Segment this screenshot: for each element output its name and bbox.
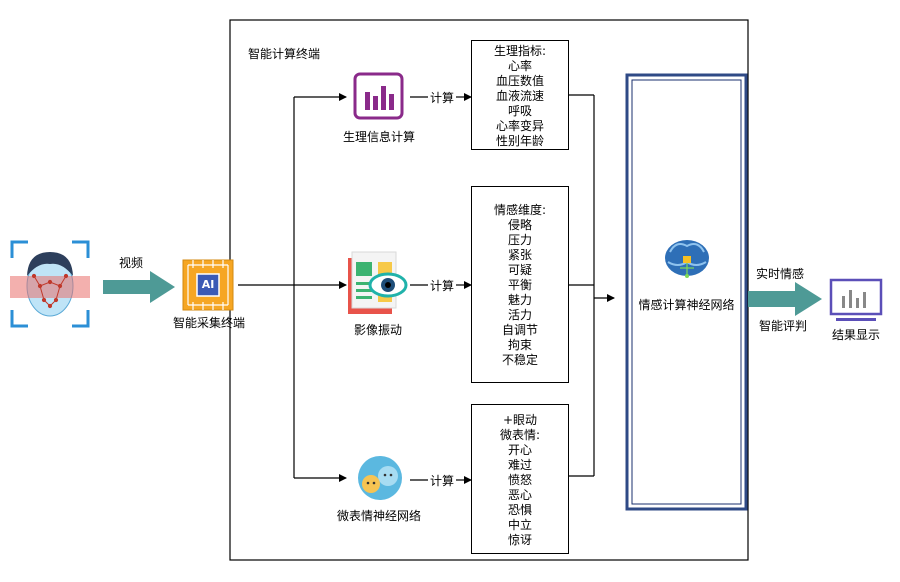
monitor-chart-icon bbox=[829, 278, 883, 321]
collector-label: 智能采集终端 bbox=[172, 316, 245, 330]
list-item: 呼吸 bbox=[507, 104, 532, 118]
list-item: 拘束 bbox=[507, 338, 532, 352]
list-item: 恶心 bbox=[507, 488, 532, 502]
video-label: 视频 bbox=[119, 256, 144, 270]
list-item: 魅力 bbox=[507, 293, 532, 307]
list-item: 难过 bbox=[507, 458, 532, 472]
list-item: 恐惧 bbox=[507, 503, 532, 517]
physio-label: 生理信息计算 bbox=[342, 130, 415, 144]
physio-box-title: 生理指标: bbox=[493, 44, 547, 58]
ai-chip-icon bbox=[182, 259, 234, 311]
eye-document-icon bbox=[348, 251, 408, 314]
list-item: 惊讶 bbox=[507, 533, 532, 547]
output-bottom-label: 智能评判 bbox=[759, 319, 808, 333]
output-top-label: 实时情感 bbox=[756, 267, 805, 281]
image-calc-label: 计算 bbox=[430, 279, 455, 293]
list-item: 心率 bbox=[507, 59, 532, 73]
list-item: 不稳定 bbox=[501, 353, 538, 367]
micro-expression-box: +眼动 微表情: 开心 难过 愤怒 恶心 恐惧 中立 惊讶 bbox=[471, 404, 569, 554]
physio-calc-label: 计算 bbox=[430, 91, 455, 105]
list-item: 开心 bbox=[507, 443, 532, 457]
computing-terminal-label: 智能计算终端 bbox=[248, 47, 321, 61]
list-item: 紧张 bbox=[507, 248, 532, 262]
list-item: 心率变异 bbox=[495, 119, 544, 133]
eye-movement-title: +眼动 bbox=[502, 413, 538, 427]
face-scan-icon bbox=[10, 240, 90, 328]
image-label: 影像振动 bbox=[353, 323, 402, 337]
micro-box-subtitle: 微表情: bbox=[499, 428, 541, 442]
result-display-label: 结果显示 bbox=[831, 328, 880, 342]
video-arrow bbox=[103, 271, 175, 303]
list-item: 自调节 bbox=[501, 323, 538, 337]
list-item: 血液流速 bbox=[495, 89, 544, 103]
list-item: 平衡 bbox=[507, 278, 532, 292]
physio-indicators-box: 生理指标: 心率 血压数值 血液流速 呼吸 心率变异 性别年龄 bbox=[471, 40, 569, 150]
ai-chip-text: AI bbox=[201, 278, 215, 291]
neural-net-frame bbox=[625, 73, 748, 511]
emotion-box-title: 情感维度: bbox=[493, 203, 547, 217]
list-item: 压力 bbox=[507, 233, 532, 247]
list-item: 性别年龄 bbox=[495, 134, 544, 148]
list-item: 中立 bbox=[507, 518, 532, 532]
list-item: 可疑 bbox=[507, 263, 532, 277]
list-item: 活力 bbox=[507, 308, 532, 322]
list-item: 血压数值 bbox=[495, 74, 544, 88]
list-item: 侵略 bbox=[507, 218, 532, 232]
list-item: 愤怒 bbox=[507, 473, 532, 487]
neural-net-label: 情感计算神经网络 bbox=[638, 298, 735, 312]
micro-calc-label: 计算 bbox=[430, 474, 455, 488]
output-arrow bbox=[748, 282, 822, 316]
bar-chart-icon bbox=[353, 72, 404, 120]
face-bubble-icon bbox=[358, 456, 402, 500]
emotion-dimensions-box: 情感维度: 侵略 压力 紧张 可疑 平衡 魅力 活力 自调节 拘束 不稳定 bbox=[471, 186, 569, 383]
brain-network-icon bbox=[665, 240, 709, 278]
micro-label: 微表情神经网络 bbox=[336, 509, 421, 523]
